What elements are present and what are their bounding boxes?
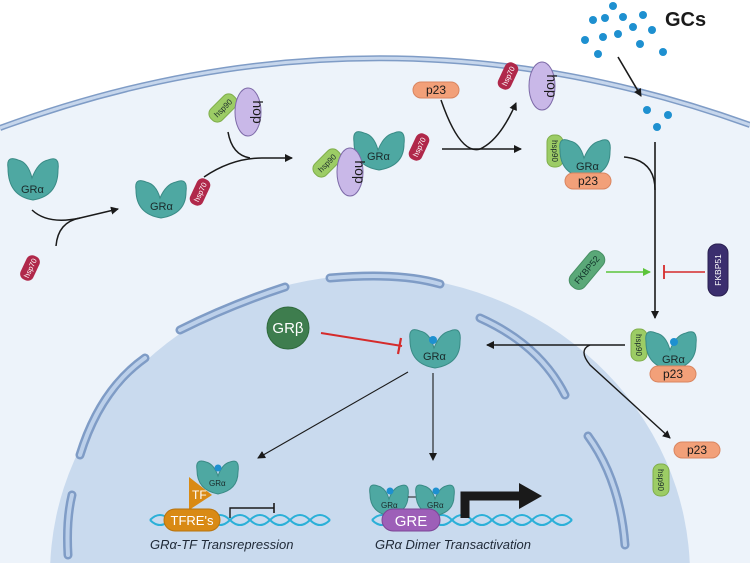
svg-text:hsp90: hsp90 (634, 334, 643, 356)
svg-text:hop: hop (250, 100, 266, 124)
gr-alpha-hsp90-p23-complex: hsp90 GRα p23 (546, 134, 612, 190)
internalized-gcs (643, 106, 672, 131)
hsp70-free: hsp70 (20, 255, 40, 281)
transactivation-caption: GRα Dimer Transactivation (375, 537, 531, 552)
gr-alpha-hsp90-hop-hsp70-complex: GRα hsp90 hop hsp70 (312, 131, 430, 197)
gr-alpha-hsp70-complex: GRα hsp70 (135, 178, 211, 219)
arrow-release-p23-hsp90 (583, 344, 671, 439)
svg-text:GRE: GRE (395, 513, 428, 530)
transcription-factor: TF (189, 477, 212, 510)
svg-text:p23: p23 (578, 174, 598, 188)
svg-text:p23: p23 (687, 443, 707, 457)
svg-text:GRα: GRα (209, 479, 226, 488)
svg-text:hsp90: hsp90 (550, 140, 559, 162)
gr-alpha-liganded-complex: hsp90 GRα p23 (630, 328, 697, 383)
svg-text:p23: p23 (663, 367, 683, 381)
arrow-to-transrepression (257, 371, 409, 459)
svg-text:hsp90: hsp90 (656, 469, 665, 491)
svg-text:GRα: GRα (367, 151, 391, 163)
hsp90-hop-complex: hsp90 hop (208, 87, 266, 137)
svg-text:p23: p23 (426, 83, 446, 97)
gr-alpha-free: GRα (7, 158, 59, 201)
svg-text:GRα: GRα (21, 184, 45, 196)
svg-text:GRα: GRα (576, 161, 600, 173)
gr-beta: GRβ (266, 306, 310, 350)
gr-alpha-tf-bound: GRα (196, 460, 239, 495)
gcs-label: GCs (665, 9, 706, 31)
svg-text:TF: TF (192, 488, 207, 502)
glucocorticoids-cluster (581, 2, 667, 58)
svg-text:GRα: GRα (381, 501, 398, 510)
transrepression-caption: GRα-TF Transrepression (150, 537, 293, 552)
svg-text:TFRE's: TFRE's (171, 513, 214, 528)
svg-text:hop: hop (352, 160, 368, 184)
hsp90-released: hsp90 (652, 463, 670, 497)
hsp70-released: hsp70 (497, 62, 519, 90)
gre-element: GRE (381, 508, 441, 532)
p23-released: p23 (673, 441, 721, 459)
svg-text:hop: hop (544, 74, 560, 98)
p23-free-top: p23 (412, 81, 460, 99)
arrow-release-hsp70-hop (440, 99, 517, 151)
transcription-start-arrow (460, 491, 522, 518)
gr-alpha-nuclear: GRα (409, 329, 461, 369)
tfre-element: TFRE's (163, 508, 221, 532)
inhibit-gr-beta (320, 332, 403, 347)
svg-text:GRα: GRα (150, 201, 174, 213)
svg-text:GRα: GRα (423, 351, 447, 363)
arrow-gcs-entry (617, 56, 642, 97)
svg-text:GRα: GRα (427, 501, 444, 510)
svg-text:GRβ: GRβ (272, 320, 304, 337)
arrow-bind-hsp90-hop (203, 154, 293, 178)
hop-released: hop (528, 61, 560, 111)
transactivation-module: GRα GRα GRE GRα Dimer Transactivation (369, 483, 573, 552)
transrepression-module: GRα TF TFRE's GRα-TF Transrepression (149, 460, 331, 552)
fkbp51: FKBP51 (707, 243, 729, 297)
svg-text:FKBP51: FKBP51 (713, 254, 723, 286)
svg-text:GRα: GRα (662, 354, 686, 366)
repressed-promoter (229, 507, 274, 518)
